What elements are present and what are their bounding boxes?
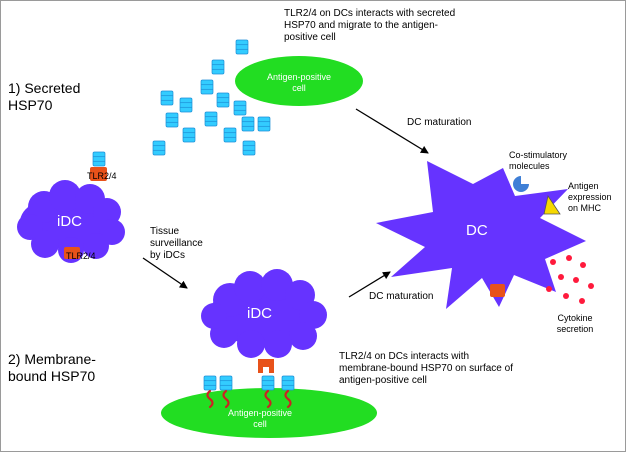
dc-label: DC: [466, 222, 488, 239]
cytokine-dots: [546, 255, 594, 304]
hsp70-molecule: [219, 375, 233, 391]
costimulatory-label: Co-stimulatory molecules: [509, 150, 568, 171]
costimulatory-molecule-icon: [513, 176, 529, 192]
dc-receptor-icon: [490, 284, 505, 297]
dc-maturation-top-label: DC maturation: [407, 117, 472, 128]
idc-bottom-label: iDC: [247, 305, 272, 322]
hsp70-molecule: [160, 90, 174, 106]
hsp70-molecule: [235, 39, 249, 55]
mhc-antigen-icon: [543, 194, 561, 215]
hsp70-molecule: [261, 375, 275, 391]
hsp70-molecule: [216, 92, 230, 108]
tlr-receptor-icon: [258, 359, 274, 373]
hsp70-molecule: [223, 127, 237, 143]
membrane-anchor-squiggles: [206, 389, 292, 409]
hsp70-molecule: [165, 112, 179, 128]
arrow-tissue-surveillance: [142, 257, 188, 289]
idc-left-label: iDC: [57, 213, 82, 230]
hsp70-molecule: [211, 59, 225, 75]
hsp70-molecule: [179, 97, 193, 113]
cytokine-label: Cytokine secretion: [556, 313, 594, 334]
hsp70-molecule: [241, 116, 255, 132]
arrow-dc-maturation-top: [355, 108, 429, 154]
section-2-title: 2) Membrane-bound HSP70: [8, 351, 96, 384]
tlr-receptor-icon: [64, 247, 80, 259]
antigen-cell-top: [235, 56, 363, 106]
hsp70-molecule: [242, 140, 256, 156]
hsp70-molecule: [204, 111, 218, 127]
idc-cloud-left: [17, 180, 125, 263]
hsp70-molecule: [152, 140, 166, 156]
hsp70-molecule: [233, 100, 247, 116]
hsp70-molecule: [281, 375, 295, 391]
tlr-receptor-icon: [90, 167, 107, 181]
hsp70-molecule: [203, 375, 217, 391]
hsp70-molecule: [182, 127, 196, 143]
arrow-dc-maturation-bottom: [348, 271, 391, 298]
section-1-title: 1) Secreted HSP70: [8, 80, 81, 113]
antigen-cell-bottom-label: Antigen-positive cell: [227, 408, 293, 429]
dc-maturation-bottom-label: DC maturation: [369, 291, 434, 302]
top-caption: TLR2/4 on DCs interacts with secreted HS…: [284, 8, 456, 43]
antigen-cell-bottom: [161, 388, 377, 438]
idc-cloud-bottom: [201, 269, 327, 358]
hsp70-molecule: [257, 116, 271, 132]
hsp70-molecule: [92, 151, 106, 167]
hsp70-molecule: [200, 79, 214, 95]
tlr-label-bottom: TLR2/4: [66, 251, 96, 261]
antigen-cell-top-label: Antigen-positive cell: [266, 72, 332, 93]
mature-dc-star: [376, 161, 586, 309]
antigen-expression-label: Antigen expression on MHC: [568, 181, 612, 213]
tissue-surveillance-label: Tissue surveillance by iDCs: [150, 226, 203, 261]
tlr-label-top: TLR2/4: [87, 171, 117, 181]
bottom-caption: TLR2/4 on DCs interacts with membrane-bo…: [339, 351, 513, 386]
